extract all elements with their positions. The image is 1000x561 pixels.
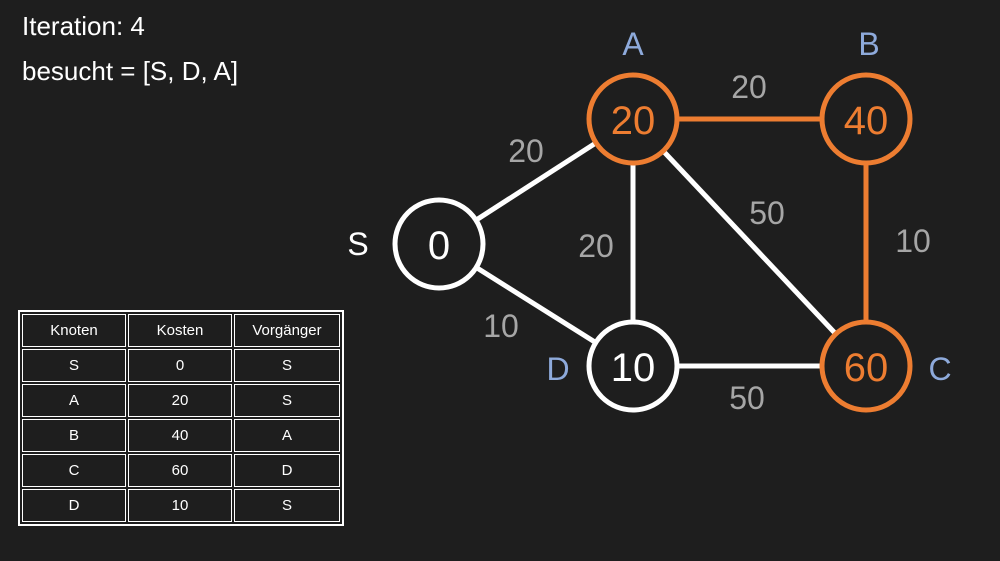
node-a [586,72,680,166]
node-c [819,319,913,413]
edge-weight-a-d: 20 [578,228,614,264]
node-label-c: C [928,351,951,387]
table-row: D 10 S [20,487,342,524]
edge-weight-a-b: 20 [731,69,767,105]
table-row: S 0 S [20,347,342,384]
cell-node: S [20,347,128,384]
node-b [819,72,913,166]
cell-predecessor: A [232,417,342,454]
node-label-d: D [546,351,569,387]
node-cost-a: 20 [611,99,656,143]
node-label-layer: S A B C D [347,26,951,387]
cell-predecessor: D [232,452,342,489]
header-predecessor: Vorgänger [232,312,342,349]
node-d [586,319,680,413]
cell-cost: 10 [126,487,234,524]
cost-table: Knoten Kosten Vorgänger S 0 S A 20 S B 4… [18,310,344,526]
cost-table-container: Knoten Kosten Vorgänger S 0 S A 20 S B 4… [18,310,344,526]
node-cost-c: 60 [844,346,889,390]
cell-node: D [20,487,128,524]
header-node: Knoten [20,312,128,349]
cell-predecessor: S [232,382,342,419]
edge-weight-s-a: 20 [508,133,544,169]
cell-node: C [20,452,128,489]
cell-cost: 60 [126,452,234,489]
node-label-b: B [858,26,879,62]
iteration-label: Iteration: 4 [22,11,145,41]
edge-weight-a-c: 50 [749,195,785,231]
node-label-a: A [622,26,644,62]
node-cost-s: 0 [428,224,450,268]
cell-cost: 20 [126,382,234,419]
table-row: B 40 A [20,417,342,454]
table-row: A 20 S [20,382,342,419]
node-layer: 0 20 40 60 10 [392,72,913,413]
cell-predecessor: S [232,487,342,524]
edge-weight-d-c: 50 [729,380,765,416]
node-cost-b: 40 [844,99,889,143]
header-cost: Kosten [126,312,234,349]
cell-predecessor: S [232,347,342,384]
node-s [392,197,486,291]
cell-cost: 40 [126,417,234,454]
node-label-s: S [347,226,368,262]
edge-a-c [631,117,868,368]
edge-weight-layer: 20 10 20 50 50 20 10 [483,69,931,416]
table-row: C 60 D [20,452,342,489]
node-cost-d: 10 [611,346,656,390]
table-header-row: Knoten Kosten Vorgänger [20,312,342,349]
edge-weight-b-c: 10 [895,223,931,259]
visited-list: besucht = [S, D, A] [22,56,239,86]
cell-node: A [20,382,128,419]
edge-weight-s-d: 10 [483,308,519,344]
cell-node: B [20,417,128,454]
cell-cost: 0 [126,347,234,384]
